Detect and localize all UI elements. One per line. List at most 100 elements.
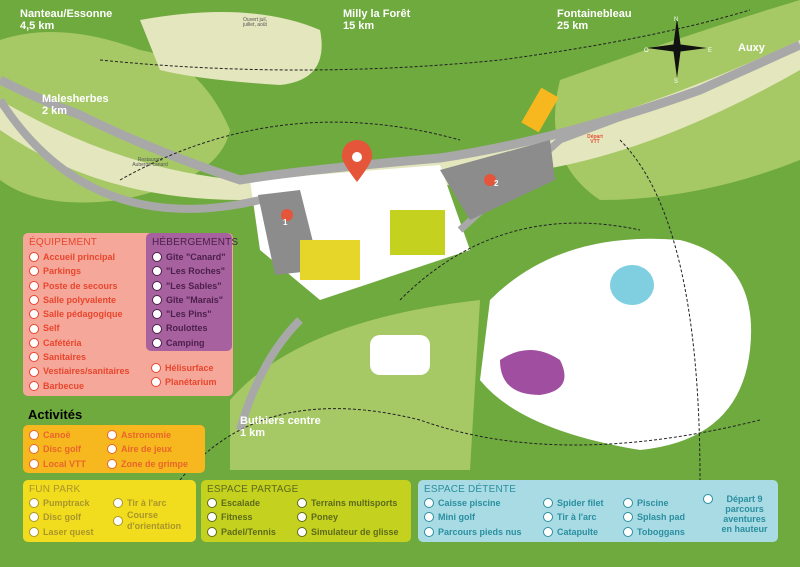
- legend-activites-title: Activités: [28, 407, 83, 422]
- legend-icon: [29, 380, 39, 391]
- legend-icon: [113, 516, 123, 527]
- legend-item-label: Local VTT: [43, 458, 87, 469]
- legend-item: Padel/Tennis: [207, 525, 276, 539]
- legend-icon: [29, 498, 39, 509]
- legend-item: "Les Pins": [152, 307, 226, 321]
- legend-item: Tir à l'arc: [113, 496, 187, 510]
- legend-hebergements-title: HÉBERGEMENTS: [152, 237, 239, 248]
- legend-item-label: Poste de secours: [43, 280, 118, 291]
- legend-icon: [207, 526, 217, 537]
- compass-o: O: [644, 48, 649, 54]
- road-south: [236, 317, 303, 432]
- legend-icon: [29, 252, 39, 263]
- legend-item-label: Salle polyvalente: [43, 294, 117, 305]
- legend-item: Laser quest: [29, 525, 94, 539]
- legend-item: Canoë: [29, 428, 86, 442]
- legend-icon: [543, 526, 553, 537]
- label-auxy: Auxy: [738, 42, 765, 54]
- legend-item-label: Disc golf: [43, 444, 82, 455]
- legend-item-label: Toboggans: [637, 526, 685, 537]
- legend-item-label: Catapulte: [557, 526, 599, 537]
- hutte-zone: [370, 335, 430, 375]
- legend-item-label: "Les Sables": [166, 280, 222, 291]
- legend-item: Aire de jeux: [107, 442, 188, 456]
- adventure-icon: [703, 494, 713, 504]
- legend-item: Mini golf: [424, 510, 522, 524]
- road-west: [0, 97, 261, 213]
- legend-item: Roulottes: [152, 321, 226, 335]
- legend-icon: [29, 266, 39, 277]
- legend-espace-partage-title: ESPACE PARTAGE: [207, 484, 299, 495]
- legend-item: Disc golf: [29, 442, 86, 456]
- legend-item-label: Padel/Tennis: [221, 526, 276, 537]
- legend-item-label: Zone de grimpe: [121, 458, 189, 469]
- legend-item-label: Canoë: [43, 430, 71, 440]
- legend-item-label: Planétarium: [165, 377, 217, 388]
- legend-item: "Les Roches": [152, 264, 226, 278]
- legend-item: Catapulte: [543, 525, 604, 539]
- legend-item-label: Vestiaires/sanitaires: [43, 366, 130, 377]
- legend-item-label: Accueil principal: [43, 252, 116, 262]
- legend-item: Disc golf: [29, 510, 94, 524]
- legend-item: Splash pad: [623, 510, 685, 524]
- trail: [99, 9, 761, 481]
- legend-icon: [29, 337, 39, 348]
- legend-item: Salle pédagogique: [29, 307, 227, 321]
- legend-icon: [543, 512, 553, 523]
- legend-item: Parkings: [29, 264, 227, 278]
- legend-item: Vestiaires/sanitaires: [29, 364, 227, 378]
- legend-icon: [152, 323, 162, 334]
- legend-icon: [113, 498, 123, 509]
- legend-item-label: Gîte "Canard": [166, 252, 226, 262]
- legend-icon: [623, 526, 633, 537]
- legend-icon: [543, 498, 553, 509]
- road-main: [0, 40, 800, 185]
- legend-icon: [151, 377, 161, 388]
- legend-icon: [29, 323, 39, 334]
- legend-item-label: Fitness: [221, 512, 253, 523]
- legend-item-label: Cafétéria: [43, 337, 82, 348]
- legend-item: Fitness: [207, 510, 276, 524]
- legend-item-label: Parkings: [43, 266, 82, 277]
- legend-icon: [29, 512, 39, 523]
- pool: [610, 265, 654, 305]
- legend-item-label: Spider filet: [557, 498, 604, 508]
- legend-item: Salle polyvalente: [29, 293, 227, 307]
- legend-icon: [29, 458, 39, 469]
- legend-item: Zone de grimpe: [107, 457, 188, 471]
- legend-item-label: Piscine: [637, 498, 669, 508]
- legend-item-label: Roulottes: [166, 323, 208, 334]
- legend-item-label: Hélisurface: [165, 363, 214, 373]
- legend-icon: [29, 526, 39, 537]
- legend-item: Escalade: [207, 496, 276, 510]
- legend-item-label: "Les Pins": [166, 309, 212, 320]
- legend-icon: [623, 512, 633, 523]
- legend-icon: [152, 280, 162, 291]
- legend-item: Cafétéria: [29, 336, 227, 350]
- legend-item-label: Camping: [166, 337, 205, 348]
- legend-hebergements: HÉBERGEMENTS Gîte "Canard" "Les Roches" "L…: [146, 233, 239, 351]
- legend-item-label: Gîte "Marais": [166, 294, 224, 305]
- legend-icon: [297, 526, 307, 537]
- legend-item: Self: [29, 321, 227, 335]
- compass-rose-icon: [647, 18, 707, 78]
- legend-item: Planétarium: [151, 375, 217, 389]
- legend-item: Pumptrack: [29, 496, 94, 510]
- legend-item: Course d'orientation: [113, 510, 187, 532]
- legend-icon: [152, 337, 162, 348]
- legend-item: Piscine: [623, 496, 685, 510]
- roulottes-zone: [500, 350, 565, 395]
- legend-icon: [152, 266, 162, 277]
- parking-2: [440, 140, 555, 220]
- legend-item: Local VTT: [29, 457, 86, 471]
- legend-item: Gîte "Marais": [152, 293, 226, 307]
- legend-icon: [297, 512, 307, 523]
- legend-item-label: Tir à l'arc: [557, 512, 597, 523]
- legend-detente-depart: Départ 9 parcours aventures en hauteur: [721, 494, 768, 534]
- legend-icon: [29, 366, 39, 377]
